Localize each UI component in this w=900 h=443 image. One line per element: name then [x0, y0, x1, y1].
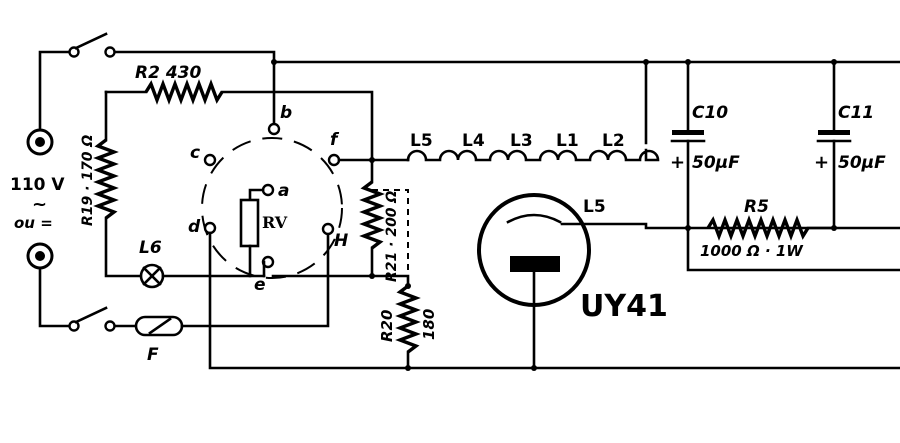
supply-dc-label: ou =	[14, 214, 53, 232]
switch-top-contact-right	[104, 46, 116, 58]
selector-pin-a	[261, 183, 275, 197]
pin-a-label: a	[278, 181, 289, 201]
r5-name: R5	[744, 197, 769, 217]
selector-pin-f	[327, 153, 341, 167]
tube-name-label: UY41	[580, 289, 668, 324]
resistor-r5	[706, 215, 810, 241]
lamp-l6	[139, 263, 165, 289]
coil-label-1: L5	[410, 131, 433, 151]
pin-c-label: c	[190, 143, 200, 163]
coil-label-3: L3	[510, 131, 533, 151]
coil-label-5: L2	[602, 131, 625, 151]
resistor-r20	[395, 284, 421, 354]
resistor-rv	[239, 198, 260, 248]
mains-jack-top	[26, 128, 54, 156]
tube-filament-label: L5	[583, 197, 606, 217]
pin-b-label: b	[280, 103, 292, 123]
resistor-r19	[93, 138, 119, 220]
selector-pin-h	[321, 222, 335, 236]
pin-h-label: H	[334, 231, 348, 251]
c11-polarity: +	[814, 152, 829, 173]
fuse	[134, 315, 184, 337]
r20-value: 180	[420, 309, 438, 340]
resistor-r2	[144, 79, 224, 105]
r20-name: R20	[378, 310, 396, 342]
r21-label: R21 · 200 Ω	[384, 191, 400, 282]
r5-value: 1000 Ω · 1W	[700, 242, 804, 260]
fuse-label: F	[147, 345, 159, 365]
pin-e-label: e	[254, 275, 266, 295]
selector-pin-b	[267, 122, 281, 136]
c11-value: 50µF	[838, 153, 886, 173]
supply-voltage-label: 110 V	[10, 175, 65, 195]
capacitor-c10	[670, 130, 706, 143]
resistor-r21	[359, 180, 385, 250]
selector-pin-c	[203, 153, 217, 167]
c10-polarity: +	[670, 152, 685, 173]
switch-bottom-contact-left	[68, 320, 80, 332]
mains-jack-bottom	[26, 242, 54, 270]
lamp-l6-label: L6	[139, 238, 162, 258]
supply-ac-symbol: ~	[32, 194, 47, 215]
pin-f-label: f	[330, 130, 340, 150]
r2-label: R2 430	[135, 63, 201, 83]
switch-bottom-contact-right	[104, 320, 116, 332]
rv-label: RV	[262, 213, 288, 232]
c10-value: 50µF	[692, 153, 740, 173]
selector-pin-d	[203, 221, 217, 235]
coil-label-4: L1	[556, 131, 579, 151]
coil-label-2: L4	[462, 131, 485, 151]
r19-label: R19 · 170 Ω	[80, 135, 96, 226]
c11-name: C11	[838, 103, 874, 123]
pin-d-label: d	[188, 217, 201, 237]
capacitor-c11	[816, 130, 852, 143]
power-switch-top	[74, 32, 108, 50]
switch-top-contact-left	[68, 46, 80, 58]
power-switch-bottom	[74, 306, 108, 324]
coil-chain	[406, 148, 660, 162]
selector-outline	[201, 137, 343, 279]
c10-name: C10	[692, 103, 728, 123]
